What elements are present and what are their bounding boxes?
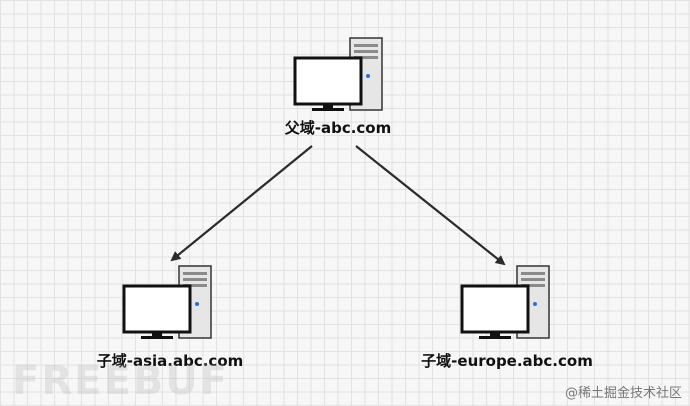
arrow-parent-to-europe bbox=[355, 145, 506, 266]
juejin-credit-watermark: @稀土掘金技术社区 bbox=[564, 386, 682, 401]
child-europe-domain-label: 子域-europe.abc.com bbox=[421, 352, 593, 370]
computer-icon bbox=[293, 37, 383, 111]
parent-domain-label: 父域-abc.com bbox=[284, 119, 392, 137]
child-europe-computer bbox=[459, 263, 555, 341]
computer-icon bbox=[122, 265, 212, 339]
freebuf-watermark-logo: FREEBUF bbox=[12, 358, 230, 404]
computer-icon bbox=[460, 265, 550, 339]
child-asia-computer bbox=[121, 263, 217, 341]
parent-computer bbox=[292, 35, 388, 113]
arrow-parent-to-asia bbox=[170, 145, 313, 262]
child-asia-domain-label: 子域-asia.abc.com bbox=[96, 352, 244, 370]
